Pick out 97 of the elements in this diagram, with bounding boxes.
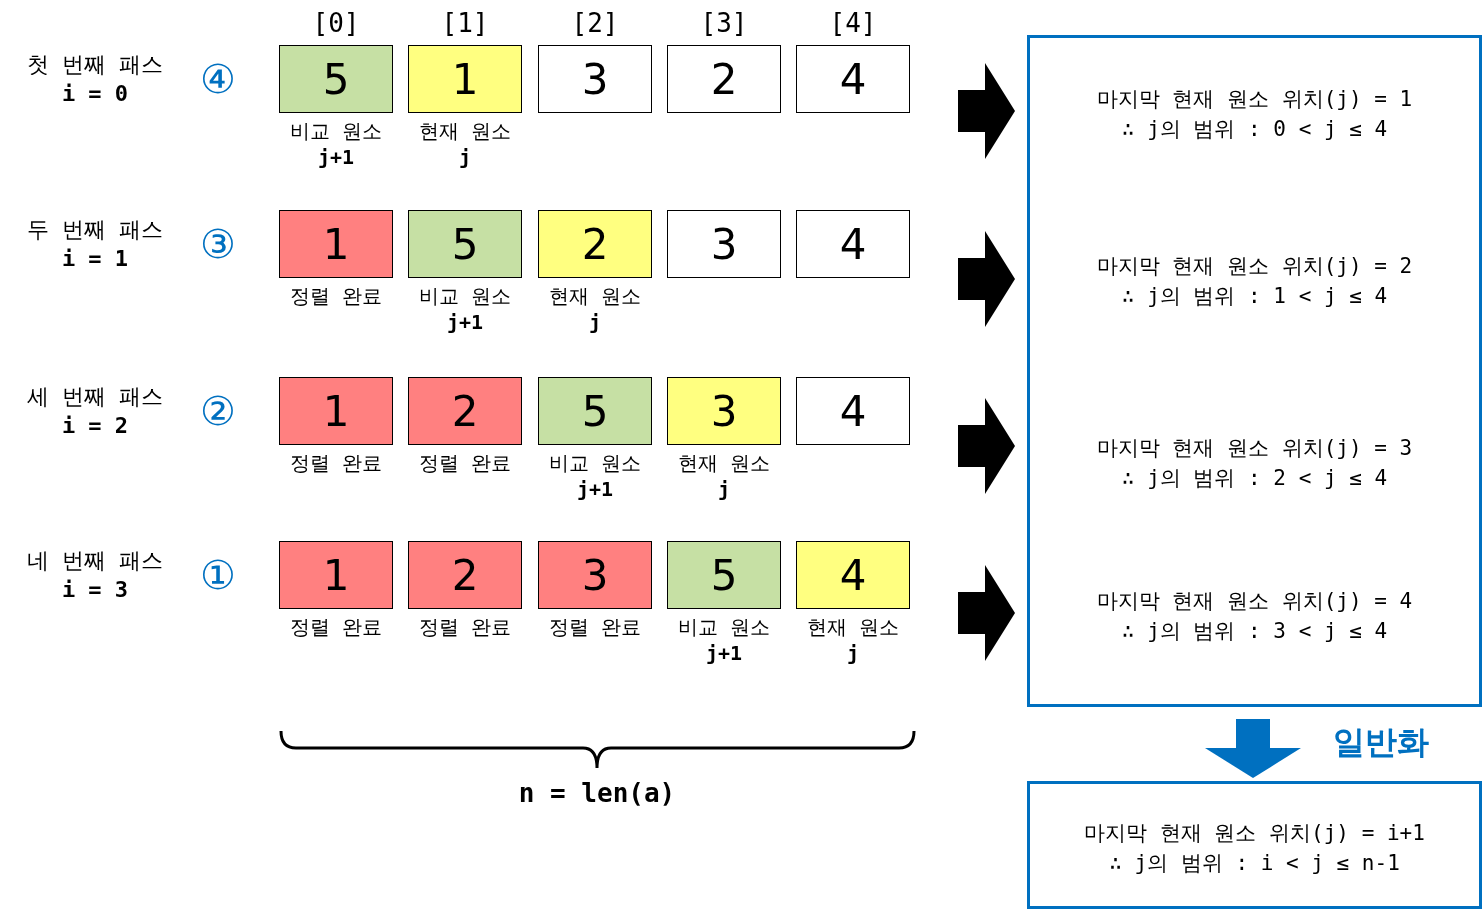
array-cell — [538, 541, 652, 609]
summary-panel — [1027, 35, 1482, 707]
circled-number: ② — [200, 391, 236, 431]
condition-text: ∴ j의 범위 : 0 < j ≤ 4 — [1121, 116, 1388, 143]
cell-value: 4 — [839, 219, 867, 269]
array-cell — [279, 377, 393, 445]
array-cell — [408, 210, 522, 278]
cell-caption: 정렬 완료 — [417, 450, 512, 477]
cell-value: 3 — [581, 54, 609, 104]
array-cell — [538, 210, 652, 278]
arrow — [958, 565, 1015, 661]
array-cell — [279, 541, 393, 609]
cell-value: 2 — [451, 386, 479, 436]
condition-text: ∴ j의 범위 : 1 < j ≤ 4 — [1121, 283, 1388, 310]
summary-panel — [1027, 781, 1482, 909]
index-label: [3] — [699, 8, 749, 38]
index-variable: j+1 — [316, 145, 356, 169]
condition-text: 마지막 현재 원소 위치(j) = 2 — [1096, 253, 1413, 280]
cell-value: 4 — [839, 54, 867, 104]
cell-caption: 비교 원소 — [676, 614, 771, 641]
cell-value: 5 — [451, 219, 479, 269]
cell-caption: 정렬 완료 — [417, 614, 512, 641]
cell-value: 4 — [839, 550, 867, 600]
circled-number: ④ — [200, 59, 236, 99]
cell-caption: 현재 원소 — [417, 118, 512, 145]
condition-text: ∴ j의 범위 : 3 < j ≤ 4 — [1121, 618, 1388, 645]
arrow — [1205, 719, 1301, 778]
index-variable: j+1 — [704, 641, 744, 665]
index-label: [4] — [828, 8, 878, 38]
array-cell — [796, 210, 910, 278]
cell-value: 3 — [710, 386, 738, 436]
index-label: [2] — [570, 8, 620, 38]
loop-variable: i = 1 — [60, 246, 130, 271]
cell-caption: 비교 원소 — [417, 283, 512, 310]
cell-value: 5 — [322, 54, 350, 104]
loop-variable: i = 0 — [60, 81, 130, 106]
index-variable: j — [716, 477, 731, 501]
condition-text: 마지막 현재 원소 위치(j) = 4 — [1096, 588, 1413, 615]
array-cell — [796, 45, 910, 113]
condition-text: 마지막 현재 원소 위치(j) = 3 — [1096, 435, 1413, 462]
cell-value: 1 — [322, 386, 350, 436]
cell-value: 1 — [322, 550, 350, 600]
index-variable: j+1 — [445, 310, 485, 334]
cell-caption: 비교 원소 — [547, 450, 642, 477]
condition-text: 마지막 현재 원소 위치(j) = 1 — [1096, 86, 1413, 113]
cell-value: 2 — [581, 219, 609, 269]
index-label: [0] — [311, 8, 361, 38]
arrow — [958, 398, 1015, 494]
array-cell — [279, 45, 393, 113]
array-cell — [538, 45, 652, 113]
index-variable: j+1 — [575, 477, 615, 501]
cell-value: 2 — [451, 550, 479, 600]
index-label: [1] — [440, 8, 490, 38]
arrow — [958, 231, 1015, 327]
cell-value: 5 — [710, 550, 738, 600]
cell-caption: 정렬 완료 — [288, 450, 383, 477]
cell-value: 4 — [839, 386, 867, 436]
cell-value: 5 — [581, 386, 609, 436]
array-cell — [279, 210, 393, 278]
cell-caption: 비교 원소 — [288, 118, 383, 145]
cell-caption: 현재 원소 — [676, 450, 771, 477]
cell-value: 2 — [710, 54, 738, 104]
cell-caption: 정렬 완료 — [288, 614, 383, 641]
array-cell — [667, 45, 781, 113]
pass-label: 두 번째 패스 — [25, 216, 165, 244]
loop-variable: i = 3 — [60, 577, 130, 602]
cell-value: 3 — [581, 550, 609, 600]
cell-value: 3 — [710, 219, 738, 269]
array-cell — [538, 377, 652, 445]
cell-caption: 정렬 완료 — [547, 614, 642, 641]
condition-text: 마지막 현재 원소 위치(j) = i+1 — [1084, 820, 1425, 847]
index-variable: j — [845, 641, 860, 665]
formula-label: n = len(a) — [517, 778, 677, 808]
array-cell — [408, 541, 522, 609]
array-cell — [796, 377, 910, 445]
array-cell — [667, 210, 781, 278]
condition-text: ∴ j의 범위 : i < j ≤ n-1 — [1109, 850, 1400, 877]
condition-text: ∴ j의 범위 : 2 < j ≤ 4 — [1121, 465, 1388, 492]
index-variable: j — [457, 145, 472, 169]
index-variable: j — [587, 310, 602, 334]
arrow — [958, 63, 1015, 159]
array-cell — [408, 45, 522, 113]
array-cell — [408, 377, 522, 445]
array-cell — [667, 377, 781, 445]
cell-caption: 현재 원소 — [547, 283, 642, 310]
circled-number: ① — [200, 555, 236, 595]
pass-label: 네 번째 패스 — [25, 547, 165, 575]
cell-caption: 정렬 완료 — [288, 283, 383, 310]
array-cell — [667, 541, 781, 609]
cell-caption: 현재 원소 — [805, 614, 900, 641]
pass-label: 세 번째 패스 — [25, 383, 165, 411]
cell-value: 1 — [322, 219, 350, 269]
array-cell — [796, 541, 910, 609]
cell-value: 1 — [451, 54, 479, 104]
pass-label: 첫 번째 패스 — [25, 51, 165, 79]
loop-variable: i = 2 — [60, 413, 130, 438]
circled-number: ③ — [200, 224, 236, 264]
